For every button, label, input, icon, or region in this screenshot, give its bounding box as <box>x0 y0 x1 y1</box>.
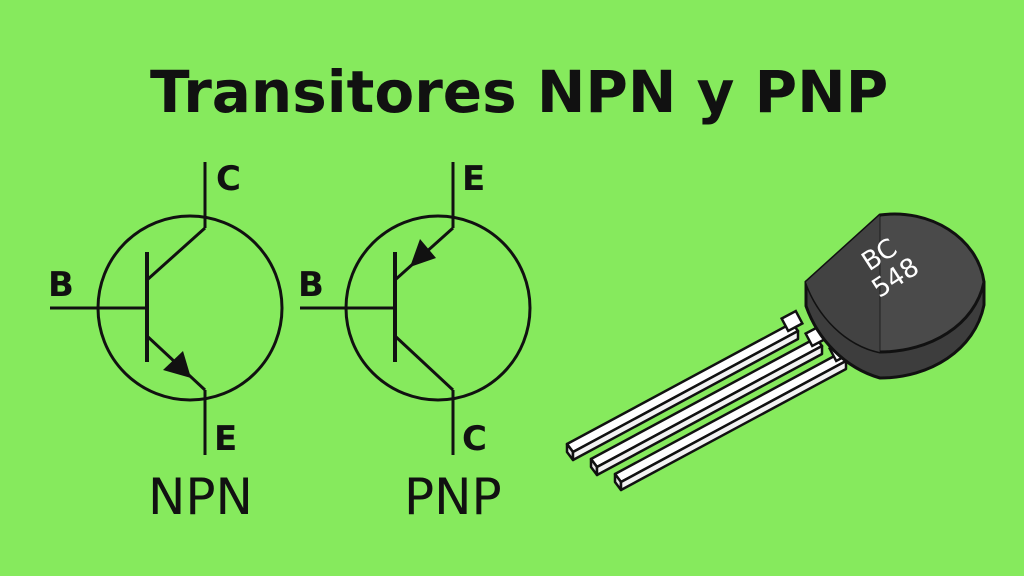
transistor-package: BC 548 <box>565 212 986 492</box>
pnp-emitter-label: E <box>462 159 485 199</box>
npn-base-label: B <box>48 265 74 305</box>
npn-emitter-label: E <box>214 419 237 459</box>
pnp-symbol <box>300 162 532 455</box>
pnp-title: PNP <box>404 468 502 526</box>
pnp-base-label: B <box>298 265 324 305</box>
pnp-collector-line <box>393 334 455 392</box>
npn-title: NPN <box>148 468 253 526</box>
package-leads <box>565 309 853 492</box>
npn-symbol <box>50 162 284 455</box>
npn-collector-label: C <box>216 159 241 199</box>
npn-collector-line <box>145 226 207 282</box>
page-title: Transitores NPN y PNP <box>150 58 889 126</box>
pnp-collector-label: C <box>462 419 487 459</box>
npn-emitter-arrow-icon <box>163 351 191 378</box>
pnp-emitter-arrow-icon <box>410 239 436 267</box>
